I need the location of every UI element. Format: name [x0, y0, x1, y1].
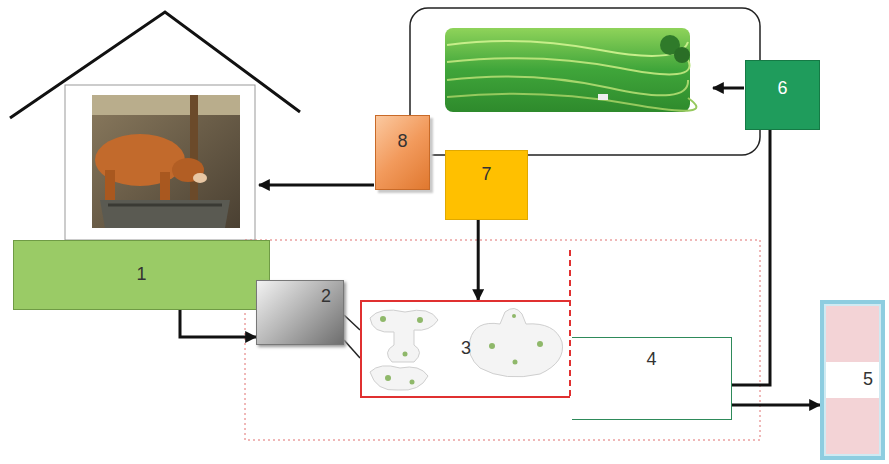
process-box: 5 [820, 300, 885, 460]
process-box: 8 [375, 115, 430, 190]
callout-number: 7 [481, 165, 491, 185]
callout-number: 3 [461, 339, 471, 359]
process-box: 7 [445, 150, 528, 220]
process-box: 4 [572, 337, 732, 420]
callout-number: 4 [646, 350, 656, 370]
house-roof [10, 12, 300, 118]
rice-field-photo [445, 28, 696, 112]
callout-number: 5 [863, 370, 873, 390]
process-box: 6 [745, 60, 820, 130]
digester-material [370, 308, 563, 390]
field-frame [410, 8, 760, 155]
flow-arrow [180, 310, 256, 337]
process-box: 1 [13, 240, 270, 310]
house-body [65, 85, 255, 240]
process-box: 2 [256, 280, 344, 345]
callout-number: 1 [136, 265, 146, 285]
flow-arrow [732, 130, 770, 385]
process-box: 3 [360, 300, 570, 398]
system-boundary [245, 240, 760, 440]
divider-line [569, 250, 571, 400]
cow-photo [92, 95, 240, 228]
callout-number: 2 [321, 287, 331, 307]
callout-number: 6 [777, 79, 787, 99]
flow-arrow [732, 404, 820, 407]
feed-arrow [259, 184, 374, 187]
pipe-line [344, 340, 360, 358]
flow-arrow [477, 220, 480, 300]
fertilizer-arrow [713, 87, 744, 90]
callout-number: 8 [397, 132, 407, 152]
flow-arrow [344, 315, 360, 330]
